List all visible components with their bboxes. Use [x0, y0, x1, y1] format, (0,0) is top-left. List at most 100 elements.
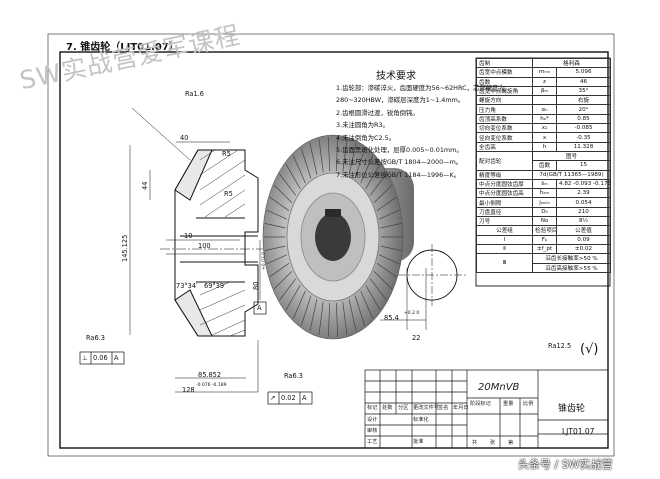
- gear-tooth: [360, 290, 374, 319]
- gear-tooth: [373, 271, 393, 290]
- tb-gong: 共: [472, 440, 478, 446]
- gear-tooth: [376, 263, 397, 278]
- gear-tooth: [327, 137, 331, 172]
- tb-bili: 比例: [523, 401, 534, 407]
- param-symbol: s̄ₘ: [532, 178, 557, 190]
- check-value: ±0.02: [555, 243, 612, 255]
- param-label: 齿制: [476, 57, 533, 69]
- tech-requirements-title: 技术要求: [376, 71, 416, 82]
- table-row: 螺旋方向右旋: [476, 95, 612, 106]
- param-symbol: hₐ*: [532, 113, 557, 125]
- dim-854: 85.4: [384, 314, 399, 322]
- gear-tooth: [285, 285, 301, 311]
- param-symbol: mₘₙ: [532, 67, 557, 78]
- param-label: 公差组: [476, 225, 533, 236]
- param-value: 0.054: [555, 197, 612, 208]
- general-roughness: Ra12.5: [548, 342, 572, 350]
- param-label: 齿宽中点螺旋角: [476, 85, 533, 97]
- gear-3d-render: [262, 134, 414, 340]
- check-item: ±f_pt: [532, 243, 557, 255]
- gear-tooth: [292, 290, 306, 319]
- gear-tooth: [264, 223, 286, 229]
- gear-tooth: [309, 142, 318, 175]
- param-label: 径向变位系数: [476, 132, 533, 143]
- gear-tooth: [342, 139, 348, 173]
- gear-tooth: [300, 148, 312, 179]
- param-label: 图号: [531, 150, 612, 162]
- roughness-ra16: Ra1.6: [185, 90, 204, 98]
- check-value: 0.09: [555, 234, 612, 245]
- tolerance-frames: [79, 301, 313, 405]
- gear-tooth: [266, 209, 287, 220]
- dim-angle-face: 69°39′: [204, 282, 226, 290]
- tb-biaoji: 标记: [367, 405, 378, 411]
- dim-44: 44: [141, 181, 149, 190]
- tol-symbol-bottom: ↗: [270, 394, 276, 402]
- param-value: -0.085: [555, 123, 612, 134]
- tech-item: 280~320HBW，渗碳层深度为1~1.4mm。: [336, 96, 465, 105]
- param-symbol: x₁: [532, 123, 557, 134]
- table-row: 齿制 格利森: [476, 57, 612, 69]
- param-value: 0.85: [555, 113, 612, 125]
- param-value: 11.328: [555, 141, 612, 152]
- param-symbol: αₙ: [532, 104, 557, 115]
- param-symbol: [532, 95, 557, 106]
- tol-value-bottom: 0.02: [281, 394, 296, 402]
- drawing-heading: 7. 锥齿轮（LJT01.07）: [66, 42, 179, 53]
- gear-tooth: [369, 173, 387, 196]
- tech-item: 3.未注圆角为R3。: [336, 121, 389, 130]
- param-value: 35°: [555, 85, 612, 97]
- gear-tooth: [285, 163, 301, 189]
- tb-pizhun: 批准: [413, 439, 424, 445]
- gear-tooth: [354, 148, 366, 179]
- gear-tooth: [369, 278, 387, 301]
- check-group: Ⅰ: [476, 234, 533, 245]
- gear-tooth: [327, 302, 331, 337]
- footer-brand: 头条号 / SW实战营: [518, 458, 613, 471]
- param-label: 刀盘直径: [476, 206, 533, 218]
- tech-item: 4.未注倒角为C2.5。: [336, 133, 396, 142]
- gear-tooth: [266, 254, 287, 265]
- param-label: 齿数: [532, 160, 557, 171]
- gear-tooth: [360, 155, 374, 184]
- roughness-check-mark: (√): [580, 342, 599, 357]
- param-symbol: D₀: [532, 206, 557, 218]
- gear-tooth: [292, 155, 306, 184]
- gear-tooth: [269, 263, 290, 278]
- gear-tooth: [354, 295, 366, 326]
- param-label: 螺旋方向: [476, 95, 533, 106]
- dimension-lines: [129, 107, 261, 393]
- gear-tooth: [380, 223, 402, 229]
- dim-85852: 85.852: [198, 371, 222, 379]
- param-label: 配对齿轮: [476, 150, 533, 171]
- tb-biaozhunhua: 标准化: [413, 417, 429, 423]
- tb-zhongliang: 重量: [503, 401, 514, 407]
- tech-item: 5.齿面黑斑化处理，层厚0.005~0.01mm。: [336, 146, 463, 155]
- title-block-lines: [364, 369, 609, 449]
- dim-80: 80: [252, 281, 260, 290]
- param-label: 最小侧隙: [476, 197, 533, 208]
- dim-100: 100: [198, 242, 211, 250]
- param-symbol: h̄ₐₘ: [532, 188, 557, 199]
- gear-tooth: [279, 278, 297, 301]
- gear-tooth: [380, 245, 402, 251]
- param-label: 齿宽中点模数: [476, 67, 533, 78]
- gear-tooth: [348, 142, 357, 175]
- dim-128: 128: [182, 386, 195, 394]
- part-name: 锥齿轮: [558, 404, 586, 414]
- tb-gongyi: 工艺: [367, 439, 378, 445]
- param-value: 5.096: [555, 67, 612, 78]
- gear-tooth: [309, 299, 318, 332]
- check-group: Ⅱ: [476, 243, 533, 255]
- param-label: 压力角: [476, 104, 533, 115]
- gear-tooth: [300, 295, 312, 326]
- tol-symbol-left: ⊥: [82, 354, 88, 362]
